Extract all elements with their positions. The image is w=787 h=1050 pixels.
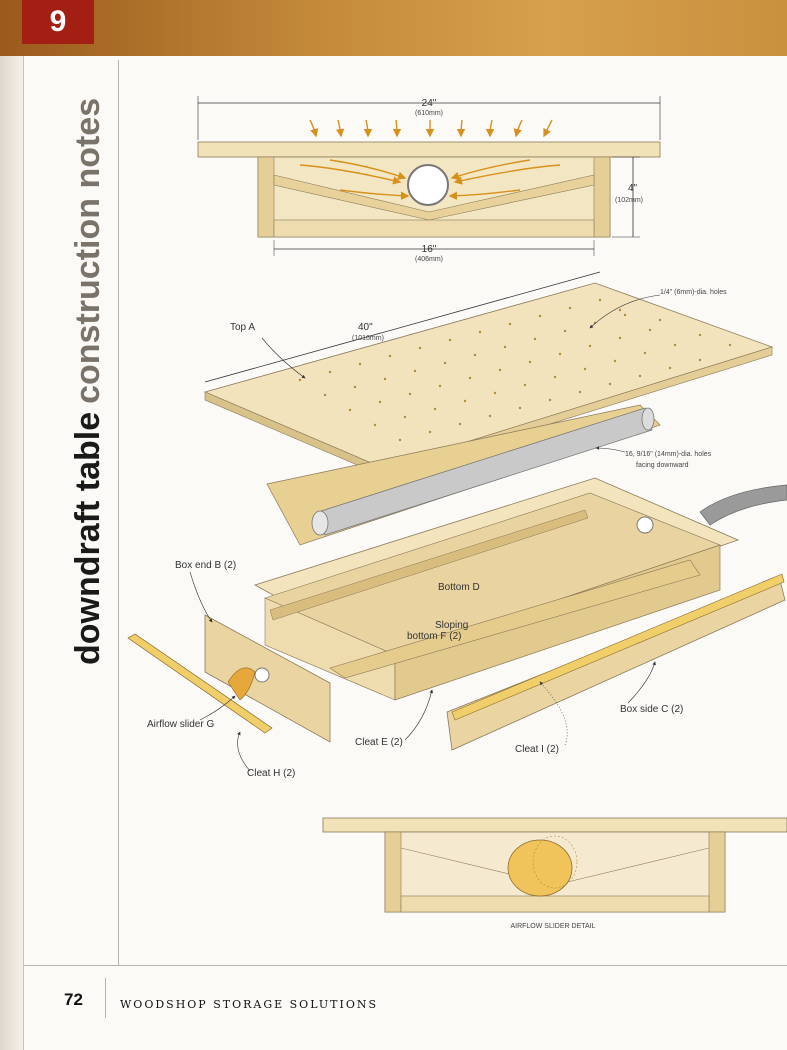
end-view-diagram: 24" (610mm) 4" (102mm) bbox=[197, 96, 661, 263]
length-label-mm: (1016mm) bbox=[352, 335, 384, 342]
label-airflow-slider: Airflow slider G bbox=[147, 719, 214, 730]
inner-width-label: 16" bbox=[422, 244, 437, 255]
label-holes: 1/4" (6mm)-dia. holes bbox=[660, 289, 727, 296]
header-banner bbox=[0, 0, 787, 56]
dust-hose bbox=[699, 484, 787, 526]
label-pipe-line1: 16, 9/16" (14mm)-dia. holes bbox=[625, 451, 712, 458]
chapter-number: 9 bbox=[22, 0, 94, 44]
label-cleat-h: Cleat H (2) bbox=[247, 768, 295, 779]
label-top-a: Top A bbox=[230, 322, 255, 333]
airflow-slider-detail: AIRFLOW SLIDER DETAIL bbox=[322, 817, 787, 930]
label-bottom-d: Bottom D bbox=[438, 582, 480, 593]
width-label-mm: (610mm) bbox=[415, 110, 443, 117]
label-cleat-e: Cleat E (2) bbox=[355, 737, 403, 748]
top-holes bbox=[298, 298, 732, 442]
height-label: 4" bbox=[628, 183, 638, 194]
label-cleat-i: Cleat I (2) bbox=[515, 744, 559, 755]
dust-pipe bbox=[311, 407, 655, 536]
page-number: 72 bbox=[64, 990, 83, 1009]
cleat-i bbox=[451, 573, 785, 721]
label-box-end-b: Box end B (2) bbox=[175, 560, 236, 571]
sidebar-divider bbox=[118, 60, 119, 965]
label-box-side-c: Box side C (2) bbox=[620, 704, 683, 715]
label-pipe-line2: facing downward bbox=[636, 462, 689, 469]
length-label: 40" bbox=[358, 322, 373, 333]
footer-divider bbox=[24, 965, 787, 966]
height-label-mm: (102mm) bbox=[615, 197, 643, 204]
detail-caption: AIRFLOW SLIDER DETAIL bbox=[510, 923, 595, 930]
cleat-h bbox=[127, 633, 273, 734]
width-label: 24" bbox=[422, 98, 437, 109]
footer-separator bbox=[105, 978, 106, 1018]
book-title: WOODSHOP STORAGE SOLUTIONS bbox=[120, 998, 379, 1011]
inner-width-label-mm: (406mm) bbox=[415, 256, 443, 263]
label-sloping-2: bottom F (2) bbox=[407, 631, 461, 642]
book-spine bbox=[0, 56, 24, 1050]
label-sloping-1: Sloping bbox=[435, 620, 468, 631]
exploded-view-diagram: 40" (1016mm) T bbox=[127, 271, 787, 779]
box-assembly bbox=[253, 477, 740, 701]
